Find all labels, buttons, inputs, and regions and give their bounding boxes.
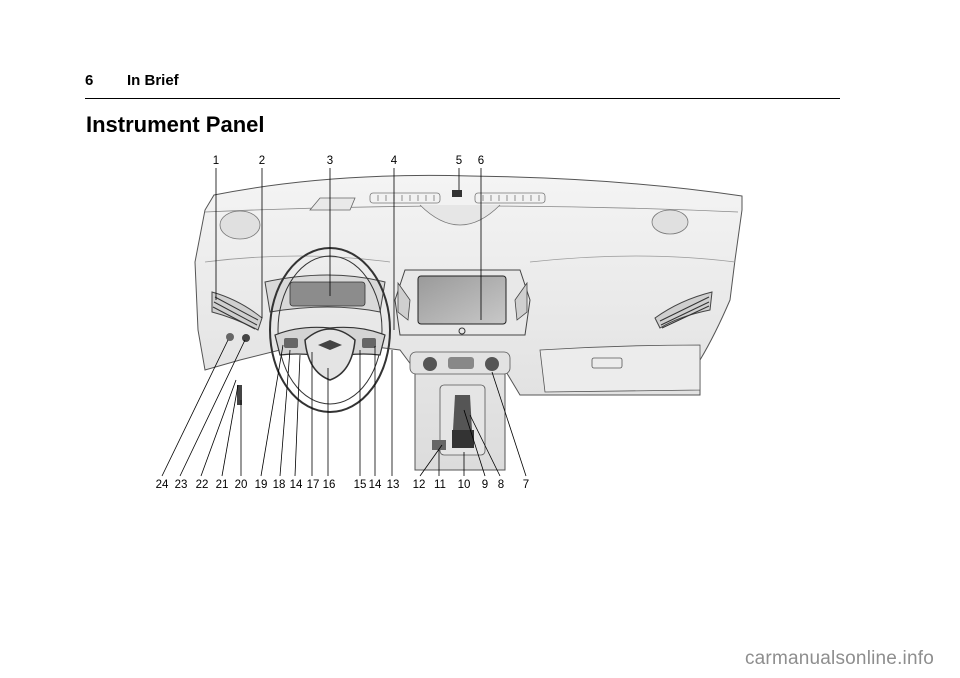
center-display bbox=[394, 269, 531, 336]
left-air-vent bbox=[211, 291, 263, 331]
callout-19: 19 bbox=[255, 479, 268, 491]
callout-23: 23 bbox=[175, 479, 188, 491]
center-console bbox=[432, 384, 486, 456]
callout-21: 21 bbox=[216, 479, 229, 491]
page-title: Instrument Panel bbox=[86, 112, 265, 137]
climate-controls bbox=[409, 351, 511, 375]
callout-22: 22 bbox=[196, 479, 209, 491]
running-head: In Brief bbox=[127, 72, 179, 89]
callout-16: 16 bbox=[323, 479, 336, 491]
callout-2: 2 bbox=[259, 155, 265, 167]
page-header: 6 In Brief bbox=[85, 70, 840, 99]
leader-lines bbox=[161, 168, 527, 477]
glovebox bbox=[539, 344, 701, 393]
top-callouts: 1 2 3 4 5 6 bbox=[213, 155, 484, 167]
instrument-cluster bbox=[264, 274, 386, 313]
callout-7: 7 bbox=[523, 479, 529, 491]
callout-17: 17 bbox=[307, 479, 320, 491]
callout-9: 9 bbox=[482, 479, 488, 491]
right-air-vent bbox=[654, 291, 713, 329]
callout-14a: 14 bbox=[290, 479, 303, 491]
callout-10: 10 bbox=[458, 479, 471, 491]
callout-24: 24 bbox=[156, 479, 169, 491]
callout-14b: 14 bbox=[369, 479, 382, 491]
callout-15: 15 bbox=[354, 479, 367, 491]
callout-20: 20 bbox=[235, 479, 248, 491]
watermark: carmanualsonline.info bbox=[744, 648, 934, 669]
callout-12: 12 bbox=[413, 479, 426, 491]
callout-11: 11 bbox=[434, 479, 446, 491]
page-number: 6 bbox=[85, 72, 94, 89]
callout-5: 5 bbox=[456, 155, 462, 167]
steering-wheel bbox=[269, 247, 391, 413]
callout-13: 13 bbox=[387, 479, 400, 491]
callout-4: 4 bbox=[391, 155, 398, 167]
callout-1: 1 bbox=[213, 155, 219, 167]
sensor bbox=[452, 190, 462, 197]
callout-6: 6 bbox=[478, 155, 484, 167]
bottom-callouts: 24 23 22 21 20 19 18 14 17 16 15 14 13 1… bbox=[156, 479, 530, 491]
callout-18: 18 bbox=[273, 479, 286, 491]
callout-3: 3 bbox=[327, 155, 333, 167]
callout-8: 8 bbox=[498, 479, 504, 491]
